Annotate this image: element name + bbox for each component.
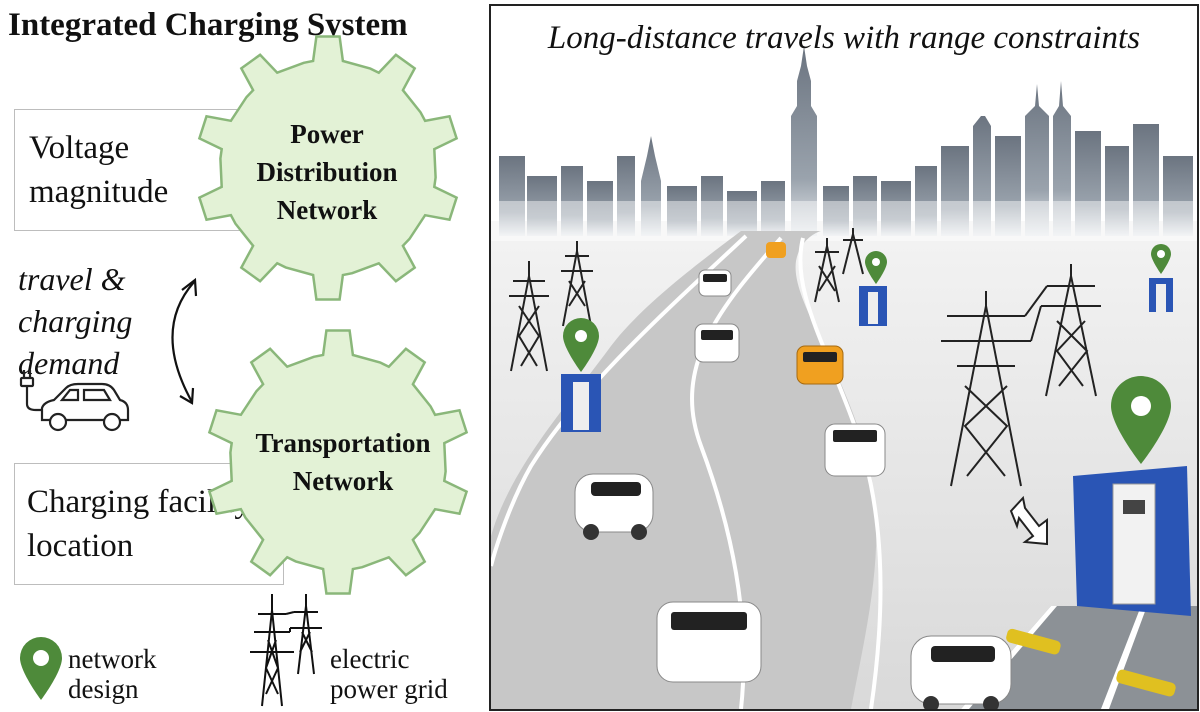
transmission-tower-icon: [509, 228, 1101, 487]
legend-electric-power-grid-label: electric power grid: [330, 644, 448, 704]
travel-charging-demand-label: travel & charging demand: [18, 261, 133, 381]
power-distribution-gear-icon: [197, 35, 459, 301]
legend-transmission-tower-icon: [250, 594, 322, 707]
panel-title: Long-distance travels with range constra…: [547, 20, 1141, 56]
voltage-magnitude-label: Voltage magnitude: [29, 130, 169, 210]
power-distribution-network-label: Power Distribution Network: [256, 119, 398, 225]
parking-curb-icon: [1006, 628, 1176, 697]
double-arrow-icon: [1009, 495, 1048, 546]
charging-station-icon: [561, 278, 1191, 616]
legend-location-pin-icon: [20, 637, 62, 700]
diagram-title: Integrated Charging System: [8, 7, 408, 43]
travel-scene-panel: Long-distance travels with range constra…: [489, 4, 1199, 711]
legend-network-design-label: network design: [68, 644, 157, 704]
gears-graphic: [171, 35, 469, 595]
location-pin-icon: [563, 244, 1171, 464]
city-skyline-icon: [499, 46, 1193, 236]
travel-scene-illustration: [491, 46, 1197, 709]
highway-road: [491, 231, 877, 709]
transportation-gear-icon: [207, 329, 469, 595]
demand-double-arrow-icon: [171, 277, 198, 405]
transportation-network-label: Transportation Network: [255, 428, 431, 496]
electric-car-icon: [19, 370, 130, 432]
